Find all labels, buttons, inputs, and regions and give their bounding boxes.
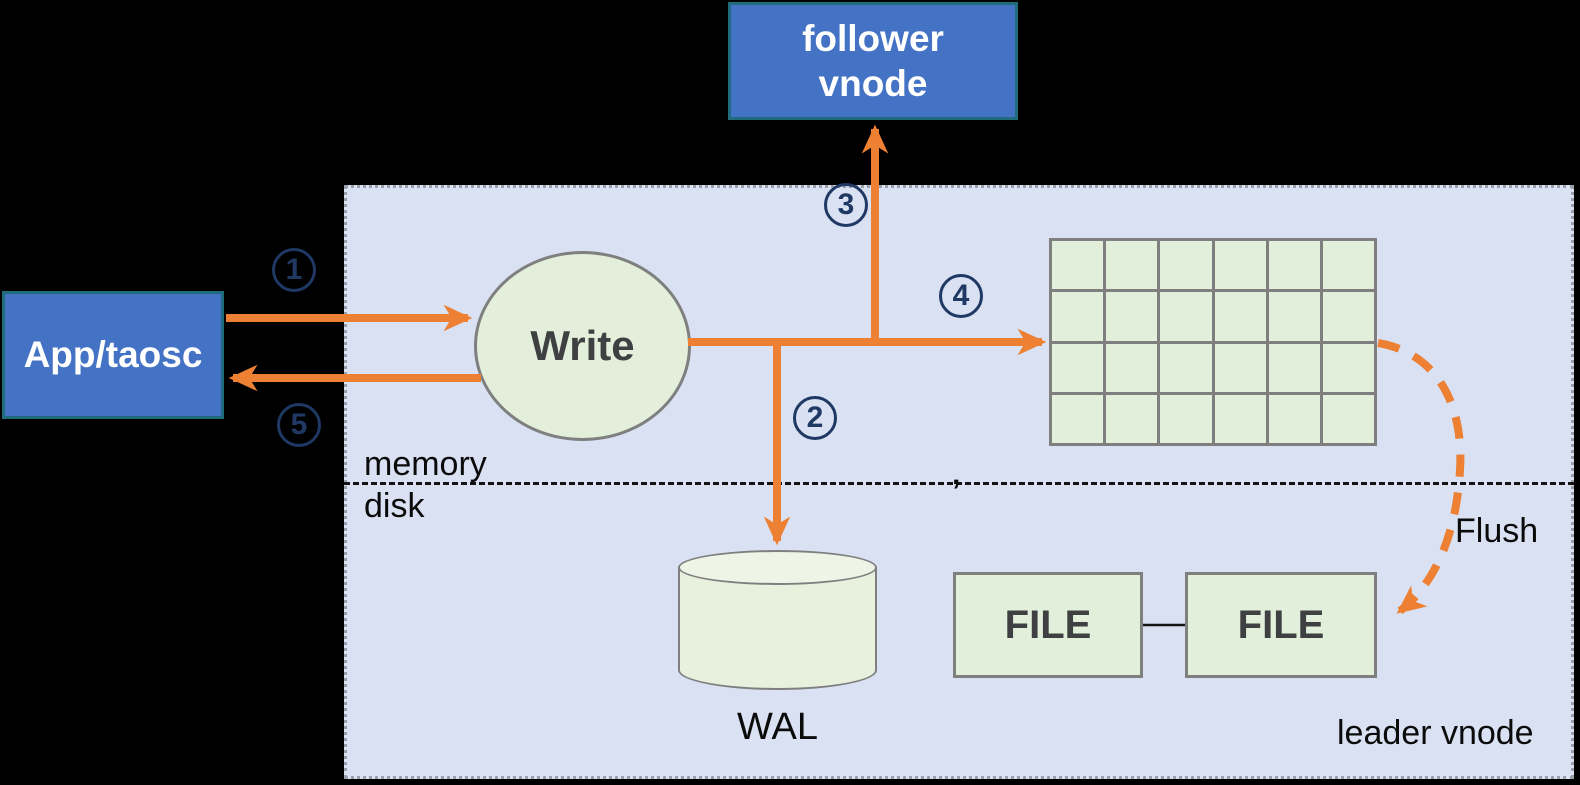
- table-cell: [1052, 343, 1104, 392]
- follower-vnode-label: follower vnode: [802, 17, 944, 104]
- table-cell: [1322, 241, 1374, 290]
- table-cell: [1268, 241, 1320, 290]
- table-cell: [1160, 292, 1212, 341]
- table-cell: [1106, 241, 1158, 290]
- table-cell: [1268, 343, 1320, 392]
- file-box-right: FILE: [1185, 572, 1377, 678]
- table-cell: [1160, 394, 1212, 443]
- leader-vnode-label: leader vnode: [1337, 714, 1534, 752]
- step-badge-5: 5: [277, 403, 321, 447]
- table-cell: [1214, 241, 1266, 290]
- table-cell: [1160, 241, 1212, 290]
- step-badge-4: 4: [939, 274, 983, 318]
- table-cell: [1322, 343, 1374, 392]
- app-taosc-label: App/taosc: [23, 334, 203, 376]
- file-box-right-label: FILE: [1237, 602, 1325, 647]
- table-cell: [1268, 292, 1320, 341]
- wal-cylinder-top: [678, 550, 877, 585]
- app-taosc-box: App/taosc: [2, 291, 224, 419]
- step-badge-1: 1: [272, 248, 316, 292]
- wal-cylinder-body: [678, 567, 877, 690]
- write-process-label: Write: [530, 322, 635, 369]
- file-box-left-label: FILE: [1004, 602, 1092, 647]
- file-box-left: FILE: [953, 572, 1143, 678]
- step-badge-2-number: 2: [806, 401, 824, 434]
- table-cell: [1322, 394, 1374, 443]
- step-badge-2: 2: [793, 396, 837, 440]
- step-badge-5-number: 5: [290, 408, 308, 441]
- table-cell: [1106, 343, 1158, 392]
- table-cell: [1214, 292, 1266, 341]
- wal-cylinder: [678, 550, 877, 690]
- table-cell: [1052, 394, 1104, 443]
- memory-table: [1049, 238, 1377, 446]
- step-badge-3: 3: [824, 183, 868, 227]
- flush-label: Flush: [1455, 512, 1539, 550]
- table-cell: [1052, 241, 1104, 290]
- table-cell: [1052, 292, 1104, 341]
- memory-label: memory: [364, 445, 487, 483]
- follower-vnode-box: follower vnode: [728, 2, 1018, 120]
- stray-comma-mark: ,: [952, 458, 961, 491]
- memory-disk-divider-line: [344, 482, 1574, 485]
- table-cell: [1106, 394, 1158, 443]
- table-cell: [1106, 292, 1158, 341]
- disk-label: disk: [364, 487, 425, 525]
- table-cell: [1160, 343, 1212, 392]
- table-cell: [1214, 343, 1266, 392]
- table-cell: [1214, 394, 1266, 443]
- write-process-circle: Write: [474, 251, 691, 441]
- step-badge-3-number: 3: [837, 188, 855, 221]
- wal-label: WAL: [737, 706, 818, 748]
- step-badge-1-number: 1: [285, 253, 303, 286]
- step-badge-4-number: 4: [952, 279, 970, 312]
- table-cell: [1322, 292, 1374, 341]
- table-cell: [1268, 394, 1320, 443]
